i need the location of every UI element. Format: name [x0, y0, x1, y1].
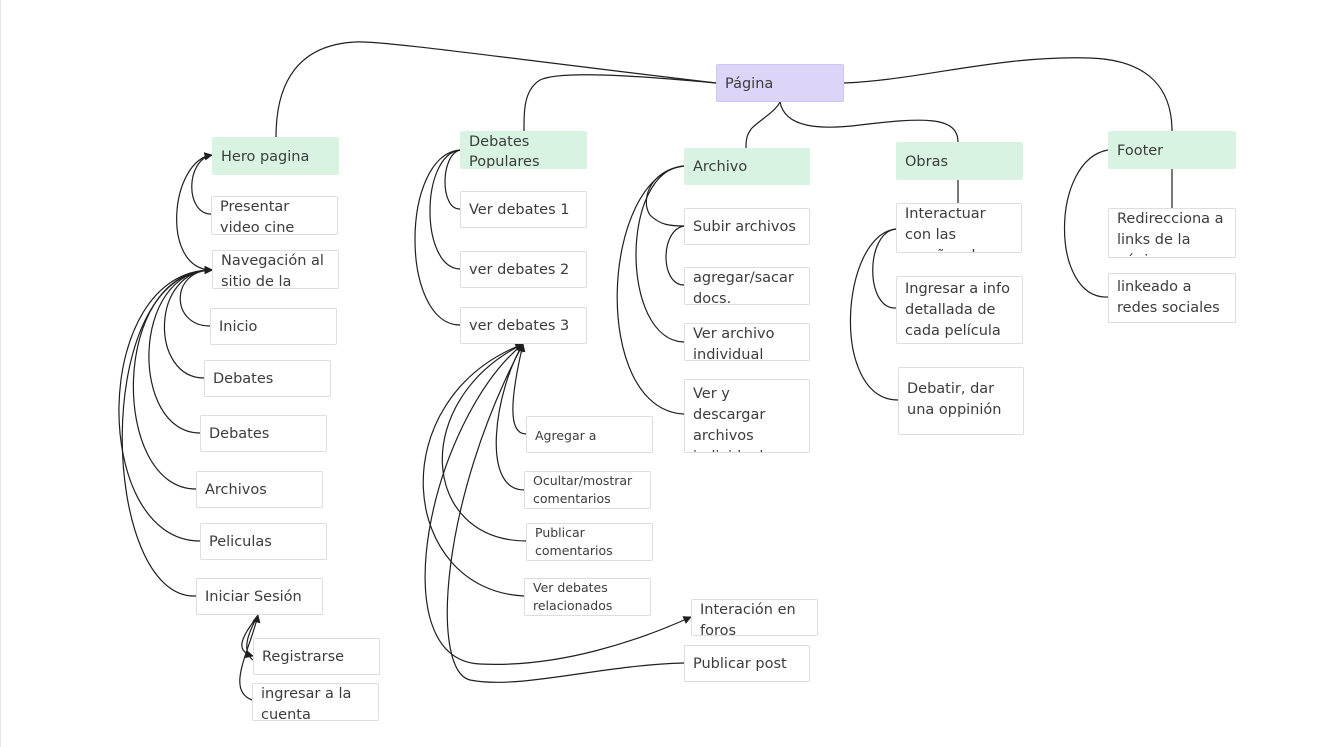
node-presentar-video[interactable]: Presentar video cine liberación [211, 196, 338, 235]
node-ocultar-mostrar[interactable]: Ocultar/mostrar comentarios [524, 471, 651, 509]
node-debates-b[interactable]: Debates [200, 415, 327, 452]
node-redirecciona-links[interactable]: Redirecciona a links de la página [1108, 208, 1236, 258]
node-peliculas[interactable]: Peliculas [200, 523, 327, 560]
node-obras-esenciales[interactable]: Obras esenciales [896, 142, 1023, 180]
connector-debate3-fav [512, 343, 527, 435]
connector-archive-docs [665, 225, 685, 286]
connector-works-info [872, 228, 897, 309]
connector-debates-2 [429, 149, 461, 270]
node-interacion-foros[interactable]: Interación en foros [691, 599, 818, 636]
connector-root-works [779, 101, 959, 143]
connector-nav-archivos [132, 265, 213, 490]
connector-works-debate [849, 228, 899, 401]
connector-debates-3 [414, 149, 461, 326]
node-publicar-post[interactable]: Publicar post [684, 645, 810, 682]
canvas-left-border [0, 0, 1, 747]
node-navegacion[interactable]: Navegación al sitio de la pagina [212, 250, 339, 289]
node-debates-a[interactable]: Debates [204, 360, 331, 397]
node-inicio[interactable]: Inicio [210, 308, 337, 345]
node-debatir[interactable]: Debatir, dar una oppinión [898, 367, 1024, 435]
node-ver-debates-1[interactable]: Ver debates 1 [460, 191, 587, 228]
connector-archive-view [635, 165, 685, 343]
connector-post [446, 343, 685, 683]
connector-root-hero [275, 41, 717, 138]
connector-archive-download [616, 165, 685, 415]
node-ingresar-cuenta[interactable]: ingresar a la cuenta [252, 683, 379, 721]
connector-debate3-related [422, 342, 525, 597]
connector-root-footer [843, 57, 1173, 132]
node-hero-pagina[interactable]: Hero pagina [212, 137, 339, 175]
node-registrarse[interactable]: Registrarse [253, 638, 380, 675]
connector-nav-login [121, 265, 213, 597]
node-ver-debates-relacionados[interactable]: Ver debates relacionados [524, 578, 651, 616]
connector-login-account [239, 614, 261, 701]
connector-footer-social [1064, 149, 1109, 298]
node-interactuar-resenas[interactable]: Interactuar con las reseñas de cada pelí… [896, 203, 1022, 253]
connector-root-debates [523, 74, 717, 132]
node-linkeado-redes[interactable]: linkeado a redes sociales [1108, 273, 1236, 323]
node-archivos[interactable]: Archivos [196, 471, 323, 508]
connector-nav-peliculas [118, 265, 213, 542]
node-archivo-historico[interactable]: Archivo Historico [684, 148, 810, 185]
node-info-detallada[interactable]: Ingresar a info detallada de cada pelícu… [896, 276, 1023, 344]
connector-nav-debates-1 [163, 265, 213, 379]
node-subir-archivos[interactable]: Subir archivos [684, 208, 810, 245]
node-agregar-sacar-docs[interactable]: agregar/sacar docs. [684, 267, 810, 305]
connector-nav-debates-2 [148, 265, 213, 434]
connector-debate3-publish [441, 343, 527, 542]
connector-debates-1 [444, 149, 461, 210]
node-ver-debates-2[interactable]: ver debates 2 [460, 251, 587, 288]
node-publicar-comentarios[interactable]: Publicar comentarios [526, 523, 653, 561]
node-debates-populares[interactable]: Debates Populares [460, 131, 587, 169]
node-footer[interactable]: Footer [1108, 131, 1236, 169]
connector-archive-upload [645, 165, 685, 227]
connector-root-archive [745, 101, 781, 149]
node-ver-descargar[interactable]: Ver y descargar archivos individuales [684, 379, 810, 453]
node-ver-debates-3[interactable]: ver debates 3 [460, 307, 587, 344]
connector-hero-video [191, 152, 213, 215]
node-iniciar-sesion[interactable]: Iniciar Sesión [196, 578, 323, 615]
node-ver-archivo-individual[interactable]: Ver archivo individual [684, 323, 810, 361]
node-pagina-principal[interactable]: Página Principal [716, 64, 844, 102]
connector-hero-nav [176, 154, 213, 271]
node-agregar-favoritos[interactable]: Agregar a favoritos [526, 416, 653, 453]
